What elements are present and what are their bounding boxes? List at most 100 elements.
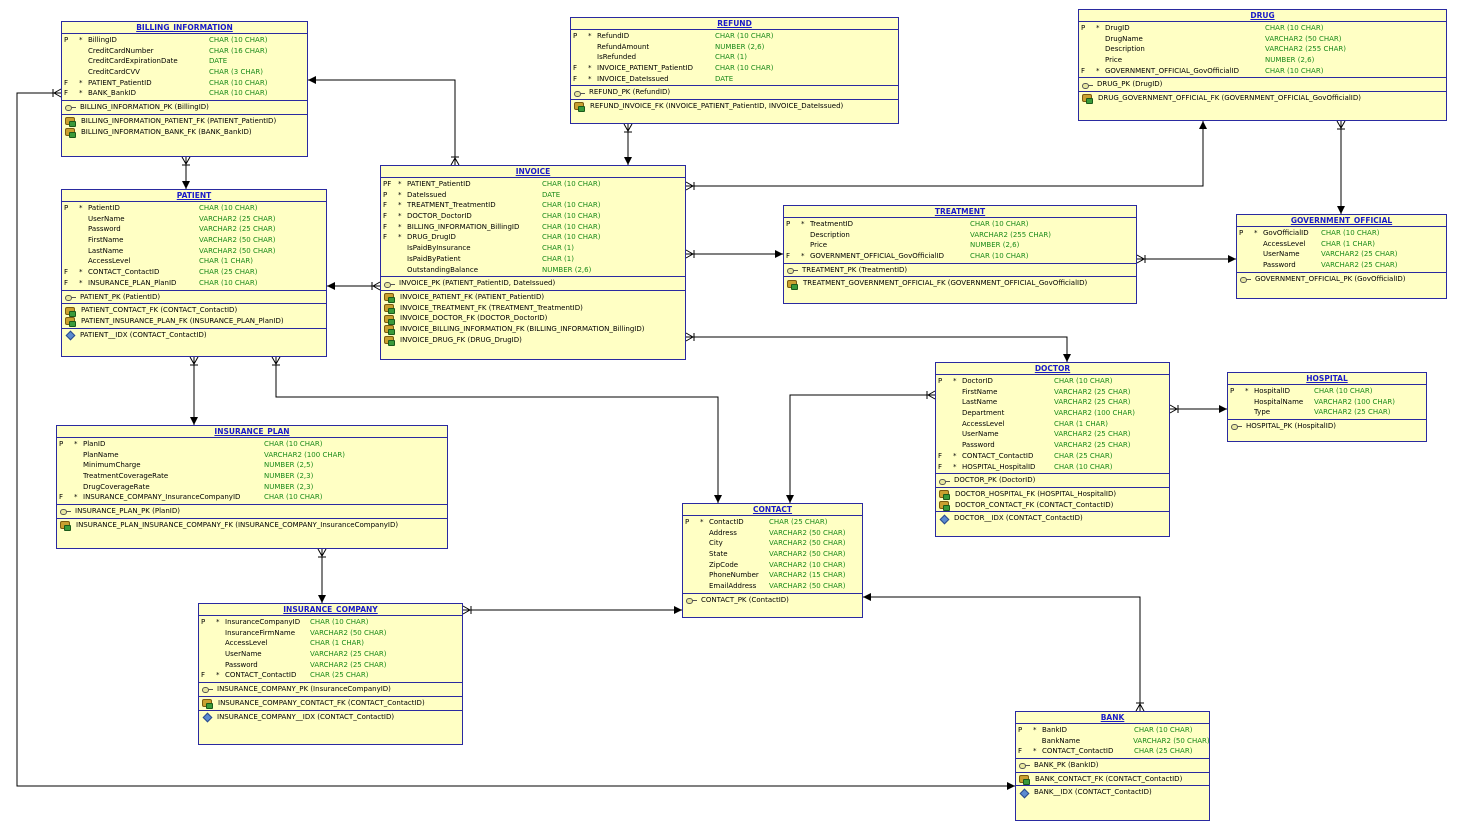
column-name: GOVERNMENT_OFFICIAL_GovOfficialID [810, 252, 944, 261]
mandatory-marker [216, 638, 225, 649]
primary-key-label: INSURANCE_PLAN_PK (PlanID) [75, 507, 180, 516]
column-name: DrugCoverageRate [83, 482, 150, 491]
key-flag [1079, 44, 1096, 55]
mandatory-marker [1254, 249, 1263, 260]
foreign-key-row: PATIENT_INSURANCE_PLAN_FK (INSURANCE_PLA… [62, 316, 326, 328]
column-type: CHAR (10 CHAR) [209, 78, 268, 87]
key-flag: P [685, 518, 690, 526]
column-name: FirstName [88, 236, 124, 245]
mandatory-marker [79, 46, 88, 57]
primary-key-row: CONTACT_PK (ContactID) [683, 595, 862, 606]
mandatory-marker: * [79, 36, 83, 44]
relationship-invoice-to-drug [685, 121, 1207, 191]
key-flag [1228, 397, 1245, 408]
column-type: NUMBER (2,6) [542, 265, 592, 274]
mandatory-marker [1096, 44, 1105, 55]
column-type: VARCHAR2 (50 CHAR) [769, 539, 846, 548]
key-flag [571, 42, 588, 53]
primary-key-row: GOVERNMENT_OFFICIAL_PK (GovOfficialID) [1237, 274, 1446, 285]
key-flag [1016, 736, 1033, 747]
entity-title: INVOICE [381, 166, 685, 178]
key-flag: P [1239, 229, 1244, 237]
column-name: DrugID [1105, 24, 1130, 32]
column-type: CHAR (1 CHAR) [1321, 239, 1375, 248]
column-type: VARCHAR2 (25 CHAR) [1054, 441, 1131, 450]
column-name: IsRefunded [597, 53, 637, 62]
primary-key-list: PATIENT_PK (PatientID) [62, 291, 326, 305]
column-type: CHAR (10 CHAR) [1265, 24, 1324, 32]
mandatory-marker: * [398, 233, 402, 242]
primary-key-list: INSURANCE_COMPANY_PK (InsuranceCompanyID… [199, 683, 462, 697]
primary-key-list: INSURANCE_PLAN_PK (PlanID) [57, 505, 447, 519]
entity-title: PATIENT [62, 190, 326, 202]
mandatory-marker [700, 570, 709, 581]
primary-key-row: HOSPITAL_PK (HospitalID) [1228, 421, 1426, 432]
column-type: CHAR (10 CHAR) [1054, 462, 1113, 471]
column-name: LastName [88, 246, 124, 255]
mandatory-marker [79, 246, 88, 257]
column-type: CHAR (16 CHAR) [209, 46, 268, 55]
foreign-key-row: BANK_CONTACT_FK (CONTACT_ContactID) [1016, 774, 1209, 786]
column-type: NUMBER (2,6) [715, 42, 765, 51]
key-flag [57, 471, 74, 482]
foreign-key-label: INVOICE_BILLING_INFORMATION_FK (BILLING_… [400, 324, 645, 333]
column-type: CHAR (10 CHAR) [264, 440, 323, 448]
primary-key-icon [65, 293, 76, 301]
key-flag [199, 638, 216, 649]
column-name: TreatmentCoverageRate [83, 472, 169, 481]
column-name: EmailAddress [709, 582, 757, 591]
key-flag [683, 528, 700, 539]
foreign-key-icon [787, 279, 798, 290]
foreign-key-list: DRUG_GOVERNMENT_OFFICIAL_FK (GOVERNMENT_… [1079, 92, 1446, 105]
mandatory-marker [953, 397, 962, 408]
key-flag: F [383, 222, 388, 231]
mandatory-marker [953, 387, 962, 398]
mandatory-marker [398, 265, 407, 276]
index-list: BANK__IDX (CONTACT_ContactID) [1016, 786, 1209, 799]
column-type: VARCHAR2 (10 CHAR) [769, 560, 846, 569]
column-type: DATE [715, 74, 734, 83]
key-flag [199, 649, 216, 660]
column-name: ContactID [709, 518, 744, 526]
mandatory-marker: * [74, 440, 78, 448]
key-flag: F [573, 64, 578, 73]
relationship-patient-to-insurance-plan [189, 356, 199, 425]
primary-key-row: INSURANCE_PLAN_PK (PlanID) [57, 506, 447, 517]
key-flag: P [786, 220, 791, 228]
foreign-key-label: INVOICE_TREATMENT_FK (TREATMENT_Treatmen… [400, 303, 583, 312]
column-type: NUMBER (2,3) [264, 472, 314, 481]
column-type: VARCHAR2 (25 CHAR) [310, 650, 387, 659]
column-type: VARCHAR2 (25 CHAR) [199, 225, 276, 234]
column-name: AccessLevel [88, 257, 131, 266]
mandatory-marker: * [398, 212, 402, 221]
key-flag [784, 240, 801, 251]
mandatory-marker: * [1254, 229, 1258, 237]
